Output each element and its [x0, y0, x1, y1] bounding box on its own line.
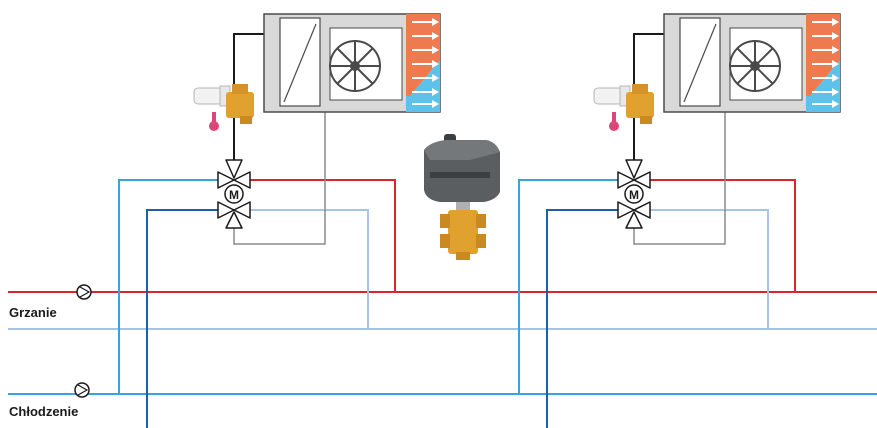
right-heating-return-riser [650, 209, 769, 329]
fan-icon [729, 40, 781, 92]
air-handler-icon [263, 13, 441, 113]
actuator-icon [193, 84, 254, 131]
motor-symbol: M [229, 188, 239, 202]
three-way-valve-icon [217, 159, 251, 229]
cooling-label: Chłodzenie [9, 404, 79, 419]
pump-icon [76, 284, 92, 300]
right-cooling-return-riser [546, 209, 618, 428]
air-handler-icon [663, 13, 841, 113]
motor-symbol: M [629, 188, 639, 202]
right-heating-supply-riser [650, 179, 796, 292]
right-cooling-supply-riser [518, 179, 618, 394]
fan-icon [329, 40, 381, 92]
left-cooling-supply-riser [118, 179, 218, 394]
valve-body-icon [440, 210, 486, 260]
airflow-arrows [812, 18, 839, 108]
three-way-valve-icon [617, 159, 651, 229]
left-heating-supply-riser [250, 179, 396, 292]
main-pipes [8, 291, 877, 395]
left-cooling-return-riser [146, 209, 218, 428]
actuator-icon [593, 84, 654, 131]
left-heating-return-riser [250, 209, 369, 329]
left-branch-pipes [118, 33, 396, 428]
valve-motor: M [224, 184, 244, 204]
heating-label: Grzanie [9, 305, 57, 320]
airflow-arrows [412, 18, 439, 108]
actuator-icon [424, 134, 500, 210]
valve-motor: M [624, 184, 644, 204]
pump-icon [74, 382, 90, 398]
